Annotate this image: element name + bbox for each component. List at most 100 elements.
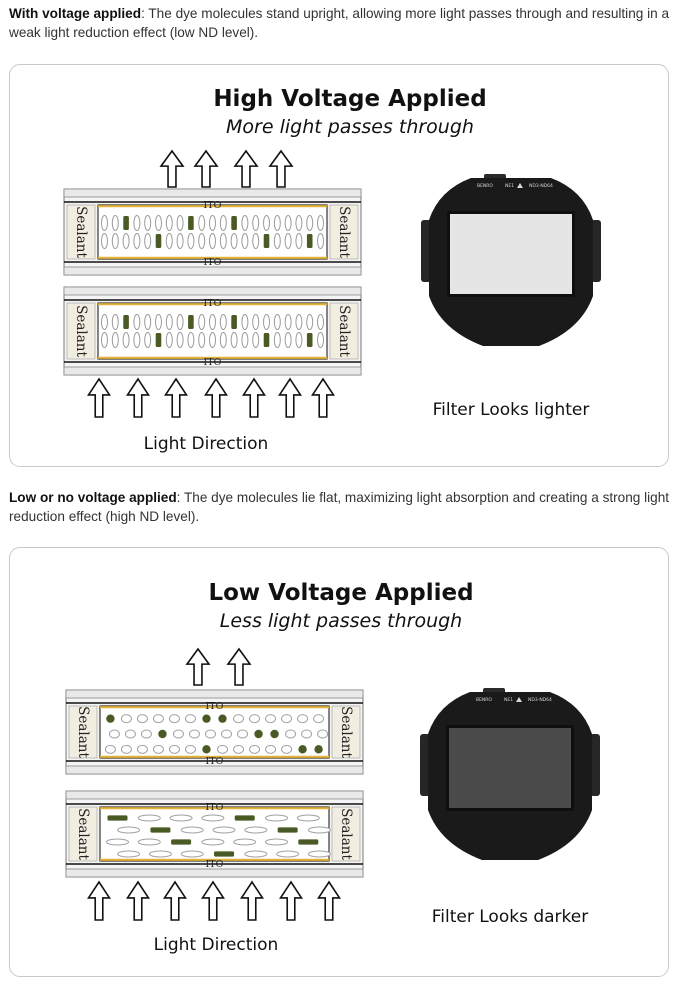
lc-molecule — [184, 714, 196, 724]
lc-molecule — [317, 729, 329, 739]
lc-molecule — [317, 215, 325, 231]
lc-molecule — [198, 332, 206, 348]
title-high: High Voltage Applied — [213, 86, 486, 112]
lc-molecule — [187, 233, 195, 249]
lc-molecule — [217, 744, 229, 754]
lc-molecule — [133, 314, 141, 330]
dye-molecule — [123, 216, 129, 230]
lc-molecule — [165, 233, 173, 249]
lc-molecule — [265, 714, 277, 724]
lc-molecule — [169, 814, 193, 822]
lc-molecule — [249, 744, 261, 754]
glass-top — [65, 689, 364, 699]
input-arrows-high — [87, 377, 335, 418]
lc-molecule — [104, 744, 116, 754]
sealant-label: Sealant — [73, 305, 89, 357]
lc-molecule — [165, 215, 173, 231]
light-arrow — [159, 149, 185, 188]
ito-label-bottom: ITO — [206, 859, 224, 870]
dye-molecule — [155, 234, 162, 248]
ito-label-top: ITO — [206, 802, 224, 813]
dye-molecule — [202, 714, 211, 723]
lc-molecule — [198, 233, 206, 249]
intro-low-lead: Low or no voltage applied — [9, 490, 177, 505]
sealant-label: Sealant — [75, 808, 91, 860]
filter-model: NE1 — [505, 183, 514, 189]
lc-molecule — [136, 714, 148, 724]
sealant-left — [68, 705, 98, 759]
lc-molecule — [219, 314, 227, 330]
lc-molecule — [265, 814, 289, 822]
lc-molecule — [241, 233, 249, 249]
lc-molecule — [252, 314, 260, 330]
lc-molecule — [252, 332, 260, 348]
light-arrow — [163, 880, 187, 921]
light-arrow — [126, 880, 150, 921]
card-low-voltage: Low Voltage Applied Less light passes th… — [9, 547, 669, 977]
lc-layer — [97, 302, 328, 360]
light-arrow — [164, 377, 188, 418]
lc-molecule — [263, 314, 271, 330]
light-arrow — [201, 880, 225, 921]
dye-molecule — [306, 333, 313, 347]
dye-molecule — [107, 815, 128, 821]
lc-molecule — [137, 838, 161, 846]
light-arrow — [317, 880, 341, 921]
lc-molecule — [136, 744, 148, 754]
lc-molecule — [295, 314, 303, 330]
lc-molecule — [117, 826, 141, 834]
lc-molecule — [100, 233, 108, 249]
lc-molecule — [297, 714, 309, 724]
lc-molecule — [295, 233, 303, 249]
lc-molecule — [273, 233, 281, 249]
filter-screen — [450, 214, 572, 294]
light-arrow — [311, 377, 335, 418]
lc-molecule — [165, 332, 173, 348]
dye-molecule — [263, 333, 270, 347]
lc-molecule — [201, 838, 225, 846]
lc-molecule — [233, 714, 245, 724]
lc-molecule — [154, 314, 162, 330]
glass-top — [63, 286, 362, 296]
light-arrow — [87, 880, 111, 921]
lc-molecule — [233, 838, 257, 846]
lc-molecule — [120, 744, 132, 754]
diagram-low-voltage: Low Voltage Applied Less light passes th… — [65, 580, 600, 955]
lc-molecule — [307, 850, 331, 858]
filter-model: NE1 — [504, 697, 513, 703]
lc-molecule — [295, 332, 303, 348]
lc-molecule — [307, 826, 331, 834]
ito-label-bottom: ITO — [206, 756, 224, 767]
ito-label-bottom: ITO — [204, 357, 222, 368]
lc-molecule — [249, 714, 261, 724]
sealant-left — [66, 204, 96, 260]
lc-molecule — [111, 215, 119, 231]
lc-molecule — [176, 314, 184, 330]
lc-layer — [97, 204, 328, 260]
light-direction-low: Light Direction — [154, 935, 279, 955]
intro-high-text: : The dye molecules stand upright, allow… — [9, 6, 670, 40]
lc-molecule — [198, 314, 206, 330]
lc-molecule — [237, 729, 249, 739]
lc-molecule — [306, 215, 314, 231]
light-arrow — [242, 377, 266, 418]
lc-molecule — [154, 215, 162, 231]
lc-molecule — [273, 215, 281, 231]
glass-top — [63, 188, 362, 198]
filter-range: ND3-ND64 — [529, 183, 553, 189]
dye-molecule — [214, 851, 235, 857]
lc-molecule — [187, 332, 195, 348]
lc-molecule — [176, 233, 184, 249]
lc-molecule — [172, 729, 184, 739]
lc-molecule — [241, 332, 249, 348]
dye-molecule — [202, 745, 211, 754]
lc-molecule — [176, 215, 184, 231]
sealant-left — [68, 806, 98, 862]
sealant-label: Sealant — [336, 305, 352, 357]
glass-bottom — [63, 266, 362, 276]
lc-molecule — [244, 850, 268, 858]
lc-molecule — [252, 215, 260, 231]
lc-molecule — [209, 314, 216, 330]
